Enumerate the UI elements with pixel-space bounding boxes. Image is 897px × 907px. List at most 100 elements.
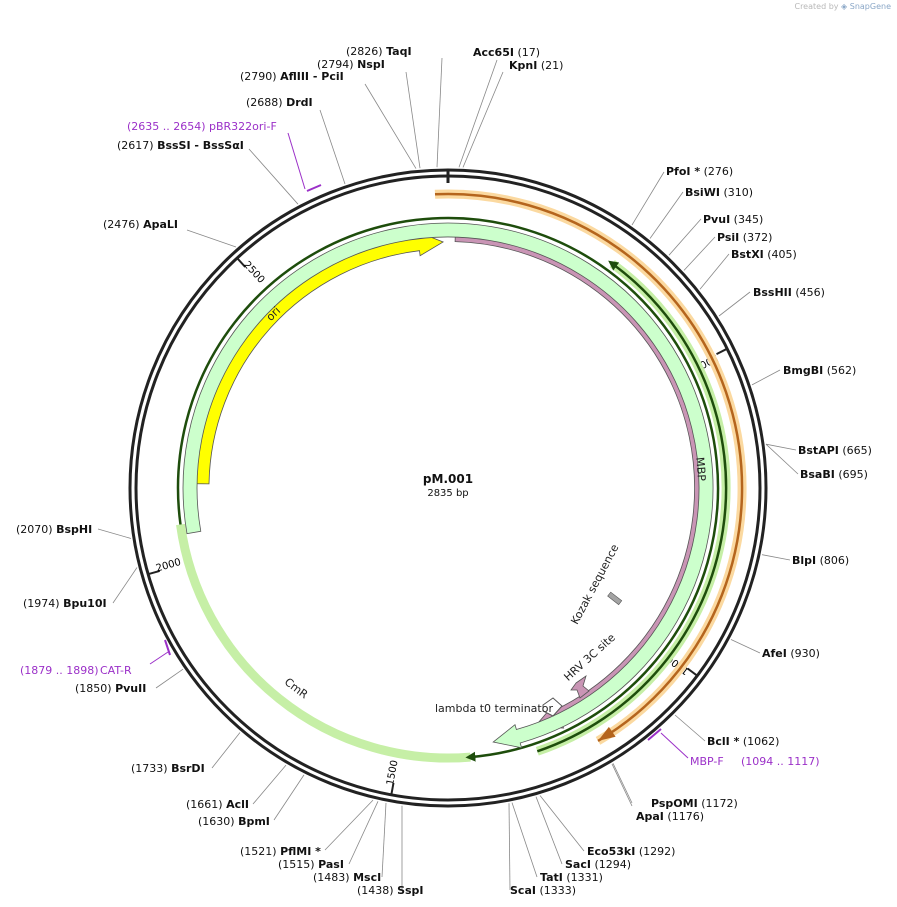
restriction-site-name: PvuI bbox=[703, 213, 730, 226]
restriction-site-position: (1172) bbox=[701, 797, 738, 810]
site-leader-line bbox=[765, 443, 797, 451]
restriction-site-label: BstXI (405) bbox=[731, 248, 797, 261]
site-leader-line bbox=[699, 253, 730, 290]
restriction-site-label: (2794) NspI bbox=[317, 58, 385, 71]
site-leader-line bbox=[186, 229, 237, 248]
restriction-site-name: MscI bbox=[353, 871, 381, 884]
restriction-site-label: (2826) TaqI bbox=[346, 45, 412, 58]
site-leader-line bbox=[761, 554, 791, 561]
restriction-site-name: TaqI bbox=[386, 45, 411, 58]
restriction-site-name: BsrDI bbox=[171, 762, 205, 775]
restriction-site-label: BssHII (456) bbox=[753, 286, 825, 299]
site-leader-line bbox=[348, 801, 379, 865]
restriction-site-name: BsiWI bbox=[685, 186, 720, 199]
restriction-site-name: PspOMI bbox=[651, 797, 698, 810]
primer-cat-r: (1879 .. 1898) CAT-R bbox=[20, 639, 171, 677]
site-leader-line bbox=[611, 763, 633, 807]
site-leader-line bbox=[273, 774, 305, 821]
restriction-site-label: PsiI (372) bbox=[717, 231, 772, 244]
restriction-site-label: (2617) BssSI - BssSαI bbox=[117, 139, 244, 152]
restriction-site-label: (1521) PflMI * bbox=[240, 845, 321, 858]
restriction-site-position: (21) bbox=[541, 59, 564, 72]
restriction-site-name: BssHII bbox=[753, 286, 792, 299]
restriction-site-label: (2688) DrdI bbox=[246, 96, 313, 109]
cmr-feature-arrow bbox=[182, 222, 714, 749]
restriction-site-position: (1176) bbox=[667, 810, 704, 823]
tick-label-2500: 2500 bbox=[241, 260, 266, 286]
restriction-site-position: (1974) bbox=[23, 597, 60, 610]
restriction-site-label: TatI (1331) bbox=[540, 871, 603, 884]
restriction-site-position: (1062) bbox=[743, 735, 780, 748]
site-leader-line bbox=[765, 443, 799, 475]
restriction-site-label: (1850) PvuII bbox=[75, 682, 146, 695]
restriction-site-label: (1661) AclI bbox=[186, 798, 249, 811]
credit-app: SnapGene bbox=[849, 2, 891, 11]
site-leader-line bbox=[405, 71, 421, 169]
site-leader-line bbox=[612, 763, 633, 804]
restriction-site-position: (1331) bbox=[566, 871, 603, 884]
credit-label: Created by ◈ SnapGene bbox=[794, 2, 891, 11]
restriction-site-name: PvuII bbox=[115, 682, 146, 695]
restriction-site-extra: - BssSαI bbox=[191, 139, 244, 152]
restriction-site-position: (345) bbox=[734, 213, 764, 226]
restriction-site-name: BmgBI bbox=[783, 364, 823, 377]
site-leader-line bbox=[97, 528, 132, 539]
restriction-site-name: BstXI bbox=[731, 248, 764, 261]
restriction-site-name: PasI bbox=[318, 858, 344, 871]
site-leader-line bbox=[462, 71, 504, 168]
restriction-site-position: (17) bbox=[517, 46, 540, 59]
primer-pbr322ori-f: (2635 .. 2654) pBR322ori-F bbox=[127, 120, 322, 192]
restriction-site-label: (2476) ApaLI bbox=[103, 218, 178, 231]
primer-name-pbr322ori-f: pBR322ori-F bbox=[209, 120, 277, 133]
restriction-site-extra: - PciI bbox=[309, 70, 344, 83]
tick-2000: 2000 bbox=[147, 557, 182, 576]
restriction-site-label: KpnI (21) bbox=[509, 59, 563, 72]
restriction-site-name: AfeI bbox=[762, 647, 787, 660]
site-leader-line bbox=[112, 567, 138, 604]
restriction-site-position: (1733) bbox=[131, 762, 168, 775]
feature-label-mbp: MBP bbox=[693, 456, 708, 481]
restriction-site-label: BclI * (1062) bbox=[707, 735, 779, 748]
restriction-site-label: BsiWI (310) bbox=[685, 186, 753, 199]
restriction-site-position: (562) bbox=[827, 364, 857, 377]
site-leader-line bbox=[319, 109, 346, 185]
restriction-site-position: (665) bbox=[842, 444, 872, 457]
primer-name-mbp-f: MBP-F bbox=[690, 755, 724, 768]
site-leader-line bbox=[458, 59, 498, 168]
restriction-site-name: NspI bbox=[357, 58, 385, 71]
feature-label-kozak: Kozak sequence bbox=[568, 542, 621, 627]
restriction-site-position: (456) bbox=[795, 286, 825, 299]
tick-label-1500: 1500 bbox=[385, 759, 400, 786]
restriction-site-name: BstAPI bbox=[798, 444, 839, 457]
restriction-site-name: ScaI bbox=[510, 884, 536, 897]
primer-pos-pbr322ori-f: (2635 .. 2654) bbox=[127, 120, 206, 133]
restriction-site-position: (2617) bbox=[117, 139, 154, 152]
restriction-site-position: (1521) bbox=[240, 845, 277, 858]
restriction-site-name: Acc65I bbox=[473, 46, 514, 59]
restriction-site-label: (2790) AflIII - PciI bbox=[240, 70, 344, 83]
restriction-site-name: ApaI bbox=[636, 810, 664, 823]
restriction-site-position: (806) bbox=[820, 554, 850, 567]
primer-name-cat-r: CAT-R bbox=[100, 664, 132, 677]
restriction-sites: (2826) TaqI(2794) NspI(2790) AflIII - Pc… bbox=[16, 45, 872, 897]
site-leader-line bbox=[674, 714, 706, 742]
site-leader-line bbox=[511, 802, 538, 878]
plasmid-name: pM.001 bbox=[423, 472, 473, 486]
restriction-site-position: (310) bbox=[723, 186, 753, 199]
site-leader-line bbox=[364, 83, 417, 169]
restriction-site-name: BpmI bbox=[238, 815, 270, 828]
restriction-site-position: (1850) bbox=[75, 682, 112, 695]
restriction-site-position: (1333) bbox=[539, 884, 576, 897]
site-leader-line bbox=[155, 668, 184, 689]
site-leader-line bbox=[668, 218, 702, 256]
orange-feature-arrowhead bbox=[598, 726, 616, 741]
tick-label-2000: 2000 bbox=[155, 557, 182, 575]
restriction-site-name: SspI bbox=[397, 884, 423, 897]
site-leader-line bbox=[751, 369, 781, 386]
restriction-site-name: KpnI bbox=[509, 59, 537, 72]
restriction-site-name: Eco53kI bbox=[587, 845, 635, 858]
restriction-site-name: Bpu10I bbox=[63, 597, 107, 610]
restriction-site-position: (2790) bbox=[240, 70, 277, 83]
restriction-site-name: BssSI bbox=[157, 139, 191, 152]
site-leader-line bbox=[631, 171, 665, 226]
